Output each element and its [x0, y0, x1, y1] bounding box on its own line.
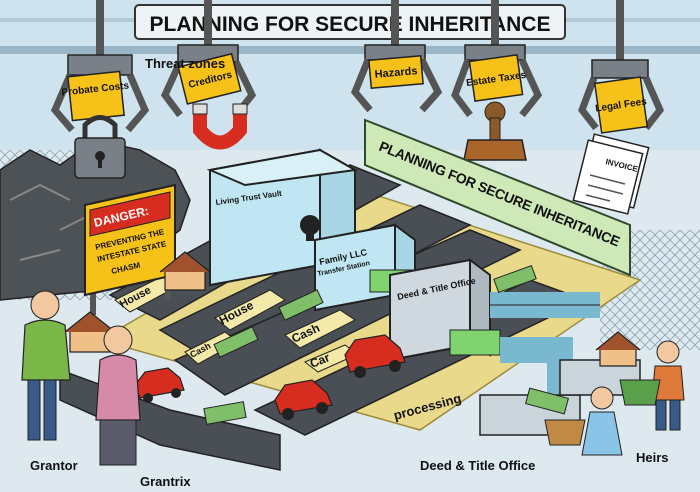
house-icon	[595, 331, 641, 367]
grantor-figure	[21, 290, 71, 441]
banner	[364, 118, 631, 277]
house-icon	[64, 311, 116, 353]
deed-title-station	[389, 258, 501, 362]
label-deed-office: Deed & Title Office	[420, 458, 535, 473]
claw-estate-taxes	[451, 0, 543, 118]
heir-boy-figure	[651, 340, 685, 431]
basket-icon	[544, 379, 661, 446]
car-icon	[344, 334, 406, 378]
threat-zones-label: Threat zones	[145, 56, 225, 71]
grantrix-figure	[95, 325, 141, 466]
magnet-icon	[192, 103, 248, 150]
claw-hazards	[350, 0, 443, 113]
invoice-icon	[572, 133, 650, 215]
car-icon	[274, 379, 333, 420]
padlock-icon	[74, 115, 126, 179]
cash-icon	[493, 264, 537, 294]
title-plaque	[134, 4, 566, 40]
cash-icon	[278, 289, 324, 321]
label-heirs: Heirs	[636, 450, 669, 465]
heir-girl-figure	[581, 386, 623, 456]
claw-label-hazards: Hazards	[374, 65, 418, 81]
cash-icon	[203, 401, 247, 425]
label-grantor: Grantor	[30, 458, 78, 473]
page-title: PLANNING FOR SECURE INHERITANCE	[150, 13, 551, 36]
car-icon	[134, 367, 185, 403]
cash-icon	[524, 387, 570, 415]
living-trust-vault	[206, 148, 359, 287]
label-grantrix: Grantrix	[140, 474, 191, 489]
claw-legal-fees	[578, 0, 665, 134]
cash-icon	[213, 326, 259, 358]
house-icon	[159, 251, 211, 291]
claw-probate	[50, 0, 150, 133]
stamp-icon	[463, 101, 527, 161]
